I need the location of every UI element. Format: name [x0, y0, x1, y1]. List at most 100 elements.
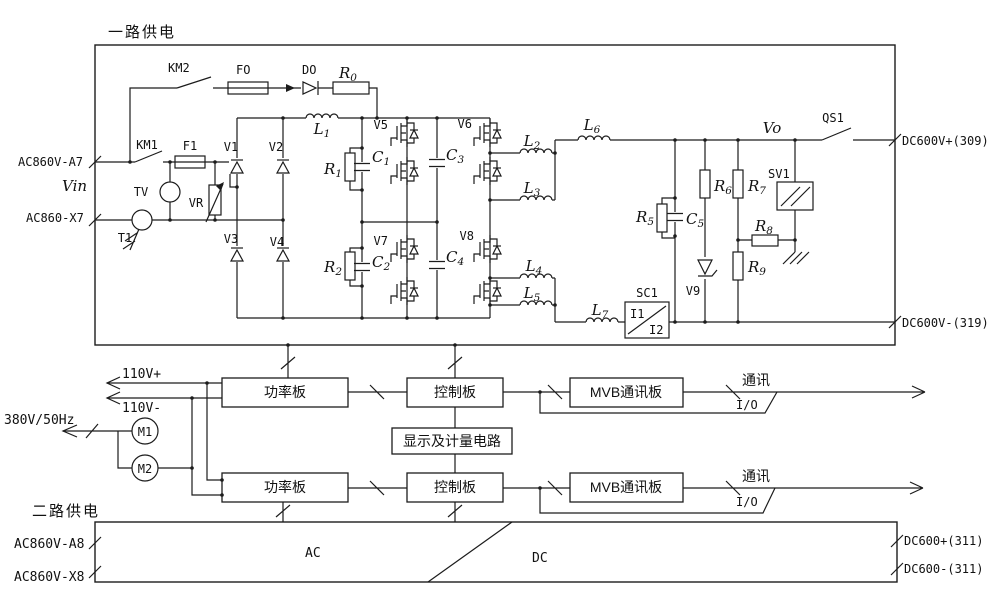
do-label: DO — [302, 63, 316, 77]
thyristor-V9 — [696, 257, 718, 279]
c3-label: C3 — [446, 146, 464, 166]
igbt-V5-upper — [390, 118, 419, 148]
diode-DO — [302, 81, 319, 95]
control-board-1-label: 控制板 — [434, 384, 476, 400]
rectifier-bridge: V1 V2 V3 V4 L1 — [224, 113, 490, 319]
terminal-dc-pos-slash — [888, 133, 902, 147]
vr-arrowhead — [216, 182, 224, 191]
io-bypass-2 — [539, 487, 776, 514]
sc1-label: SC1 — [636, 286, 658, 300]
vo-label: Vo — [763, 119, 782, 137]
r2-label: R2 — [323, 258, 342, 278]
igbt-V6-upper — [473, 118, 502, 148]
m1-label: M1 — [138, 425, 152, 439]
display-metering-label: 显示及计量电路 — [403, 433, 501, 449]
km2-label: KM2 — [168, 61, 190, 75]
terminal-a7-slash — [88, 155, 102, 169]
dc600-neg-label: DC600-(311) — [904, 562, 983, 576]
control-section: 110V+ 110V- 380V/50Hz M1 M2 功率板 控制板 MVB通… — [4, 345, 926, 522]
capacitor-C4 — [428, 259, 446, 271]
vin-label: Vin — [62, 177, 87, 195]
igbt-V7-lower — [390, 276, 419, 306]
power-board-2-label: 功率板 — [264, 479, 306, 495]
inductor-L6 — [577, 135, 611, 141]
v5-label: V5 — [374, 118, 388, 132]
dc600v-pos-label: DC600V+(309) — [902, 134, 989, 148]
resistor-R6 — [699, 169, 711, 199]
resistor-R8 — [751, 234, 779, 247]
r1-label: R1 — [323, 160, 342, 180]
l4-label: L4 — [525, 257, 543, 277]
mvb-board-1 — [569, 377, 684, 408]
c1-label: C1 — [372, 148, 390, 168]
mvb-board-1-label: MVB通讯板 — [590, 384, 662, 400]
capacitor-C2 — [353, 261, 371, 273]
terminal-x8-label: AC860V-X8 — [14, 570, 84, 585]
v6-label: V6 — [458, 117, 472, 131]
fo-label: FO — [236, 63, 250, 77]
igbt-V8-lower — [473, 276, 502, 306]
v1-label: V1 — [224, 140, 238, 154]
control-board-2 — [406, 472, 504, 503]
l3-label: L3 — [523, 179, 541, 199]
v110-neg-label: 110V- — [122, 401, 161, 416]
earth-symbol — [782, 251, 810, 265]
l2-label: L2 — [523, 132, 541, 152]
fuse-F1 — [174, 155, 206, 169]
current-arrow — [286, 84, 295, 92]
voltage-transformer-TV — [159, 181, 181, 203]
igbt-V5-lower — [390, 156, 419, 186]
dc600-pos-label: DC600+(311) — [904, 534, 983, 548]
dc-link: R1 C1 R2 C2 C3 C4 — [323, 118, 464, 318]
terminal-a8-label: AC860V-A8 — [14, 537, 84, 552]
capacitor-C3 — [428, 157, 446, 169]
t1-earth-mark — [122, 228, 140, 251]
diode-V1 — [228, 157, 246, 175]
sensor-SC1 — [624, 301, 670, 339]
resistor-R7 — [732, 169, 744, 199]
i1-label: I1 — [630, 307, 644, 321]
io-bypass-1 — [539, 391, 778, 414]
dc600v-neg-label: DC600V-(319) — [902, 316, 989, 330]
unit2-output-terminal-slashes — [890, 534, 904, 576]
power-board-2 — [221, 472, 349, 503]
km2-contactor-blade — [176, 76, 212, 89]
r6-label: R6 — [713, 177, 732, 197]
surge-arrester-SV1 — [776, 181, 814, 211]
f1-label: F1 — [183, 139, 197, 153]
m2-label: M2 — [138, 462, 152, 476]
igbt-V6-lower — [473, 156, 502, 186]
v110-pos-label: 110V+ — [122, 367, 161, 382]
mvb-board-2-label: MVB通讯板 — [590, 479, 662, 495]
fuse-FO — [227, 81, 269, 95]
output-network: Vo QS1 L6 R5 C5 R6 R7 R8 R9 V9 SV1 SC1 I… — [555, 111, 989, 339]
junction-dots — [128, 116, 797, 497]
r7-label: R7 — [747, 177, 766, 197]
terminal-x7-slash — [88, 213, 102, 227]
vr-label: VR — [189, 196, 204, 210]
km1-contactor-blade — [134, 150, 163, 163]
arrow-380v — [61, 424, 78, 438]
mvb-board-2 — [569, 472, 684, 503]
l5-label: L5 — [523, 284, 541, 304]
fan-motor-M1 — [131, 417, 159, 445]
arrow-110v — [105, 376, 121, 405]
unit2-input-terminal-slashes — [88, 536, 102, 579]
output-filter: L2 L3 L4 L5 L7 — [490, 132, 625, 323]
unit2-enclosure — [94, 521, 898, 583]
c2-label: C2 — [372, 253, 390, 273]
c5-label: C5 — [686, 210, 704, 230]
v3-label: V3 — [224, 232, 238, 246]
io-label-2: I/O — [736, 495, 758, 509]
r9-label: R9 — [747, 258, 766, 278]
v7-label: V7 — [374, 234, 388, 248]
diode-V2 — [274, 157, 292, 175]
current-transformer-T1 — [131, 209, 153, 231]
v8-label: V8 — [460, 229, 474, 243]
unit2-section: 二路供电 AC860V-A8 AC860V-X8 AC DC DC600+(31… — [14, 503, 983, 585]
c4-label: C4 — [446, 248, 464, 268]
capacitor-C1 — [353, 161, 371, 173]
io-label-1: I/O — [736, 398, 758, 412]
terminal-a7-label: AC860V-A7 — [18, 155, 83, 169]
